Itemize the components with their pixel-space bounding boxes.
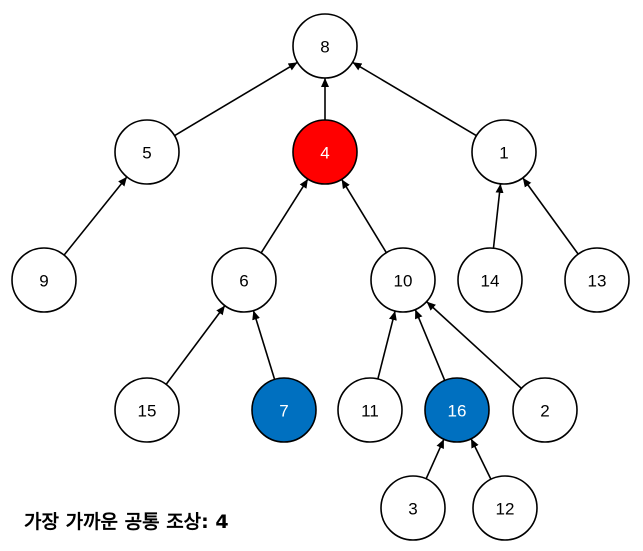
- node-circle-9: [11, 247, 77, 313]
- node-circle-6: [211, 247, 277, 313]
- node-circle-7: [251, 377, 317, 443]
- edge-3-to-16: [425, 438, 445, 480]
- tree-node-16: 16: [424, 377, 490, 443]
- edges-layer: [63, 61, 579, 480]
- edge-11-to-10: [377, 310, 397, 380]
- edge-12-to-16: [470, 438, 492, 480]
- node-label-11: 11: [361, 402, 379, 421]
- nodes-layer: 8 5 4 1 9 6 10 14 13 15 7 11 16 2 3 12: [11, 13, 630, 541]
- tree-node-11: 11: [337, 377, 403, 443]
- tree-node-10: 10: [370, 247, 436, 313]
- node-label-3: 3: [408, 500, 417, 519]
- node-label-13: 13: [588, 272, 607, 291]
- edge-5-to-8: [174, 61, 298, 137]
- node-label-2: 2: [540, 402, 549, 421]
- node-label-10: 10: [394, 272, 413, 291]
- tree-node-4: 4: [292, 119, 358, 185]
- edge-7-to-6: [252, 310, 276, 380]
- node-circle-11: [337, 377, 403, 443]
- tree-node-7: 7: [251, 377, 317, 443]
- tree-node-12: 12: [472, 475, 538, 541]
- node-circle-14: [457, 247, 523, 313]
- node-label-7: 7: [279, 402, 288, 421]
- node-circle-3: [380, 475, 446, 541]
- edge-1-to-8: [352, 61, 477, 137]
- tree-node-2: 2: [512, 377, 578, 443]
- edge-6-to-4: [260, 178, 309, 254]
- node-circle-5: [114, 119, 180, 185]
- node-label-14: 14: [481, 272, 500, 291]
- edge-10-to-4: [340, 178, 388, 254]
- node-circle-4: [292, 119, 358, 185]
- edge-2-to-10: [426, 301, 522, 389]
- tree-node-15: 15: [114, 377, 180, 443]
- node-label-12: 12: [496, 500, 515, 519]
- node-circle-2: [512, 377, 578, 443]
- node-label-1: 1: [499, 144, 508, 163]
- node-label-16: 16: [448, 402, 467, 421]
- node-label-9: 9: [39, 272, 48, 291]
- tree-node-14: 14: [457, 247, 523, 313]
- node-circle-13: [564, 247, 630, 313]
- node-circle-16: [424, 377, 490, 443]
- node-circle-1: [471, 119, 537, 185]
- tree-node-1: 1: [471, 119, 537, 185]
- edge-14-to-1: [492, 183, 504, 249]
- tree-node-5: 5: [114, 119, 180, 185]
- node-label-6: 6: [239, 272, 248, 291]
- node-label-8: 8: [320, 38, 329, 57]
- node-circle-12: [472, 475, 538, 541]
- edge-9-to-5: [63, 176, 128, 256]
- node-label-4: 4: [320, 144, 329, 163]
- edge-13-to-1: [522, 177, 579, 255]
- node-label-5: 5: [142, 144, 151, 163]
- tree-node-6: 6: [211, 247, 277, 313]
- node-label-15: 15: [138, 402, 157, 421]
- node-circle-10: [370, 247, 436, 313]
- edge-16-to-10: [414, 309, 446, 381]
- tree-node-9: 9: [11, 247, 77, 313]
- tree-node-13: 13: [564, 247, 630, 313]
- edge-15-to-6: [165, 305, 226, 385]
- node-circle-15: [114, 377, 180, 443]
- tree-node-3: 3: [380, 475, 446, 541]
- lca-result-caption: 가장 가까운 공통 조상: 4: [24, 511, 229, 533]
- tree-node-8: 8: [292, 13, 358, 79]
- node-circle-8: [292, 13, 358, 79]
